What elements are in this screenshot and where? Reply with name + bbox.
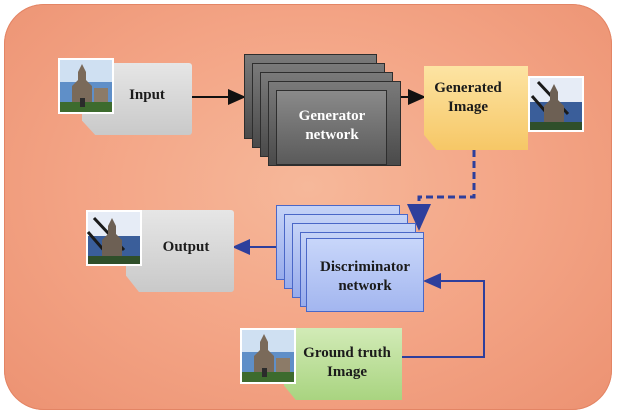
generated-image-card <box>424 66 528 150</box>
ground-truth-card <box>284 328 402 400</box>
arrow-ground-truth-to-discriminator <box>402 273 485 358</box>
input-label: Input <box>129 87 165 103</box>
output-card <box>126 210 234 292</box>
output-image-thumbnail <box>86 210 142 266</box>
output-label: Output <box>162 239 210 255</box>
ground-truth-label: Ground truth Image <box>303 345 391 380</box>
generated-image-thumbnail <box>528 76 584 132</box>
discriminator-network-box <box>306 238 424 312</box>
arrow-generated-to-discriminator <box>407 150 476 231</box>
ground-truth-image-thumbnail <box>240 328 296 384</box>
input-image-thumbnail <box>58 58 114 114</box>
discriminator-label: Discriminator network <box>320 259 410 294</box>
generator-network-box <box>276 90 387 165</box>
generator-label: Generator network <box>298 108 366 143</box>
generated-image-label: Generated Image <box>434 80 502 115</box>
